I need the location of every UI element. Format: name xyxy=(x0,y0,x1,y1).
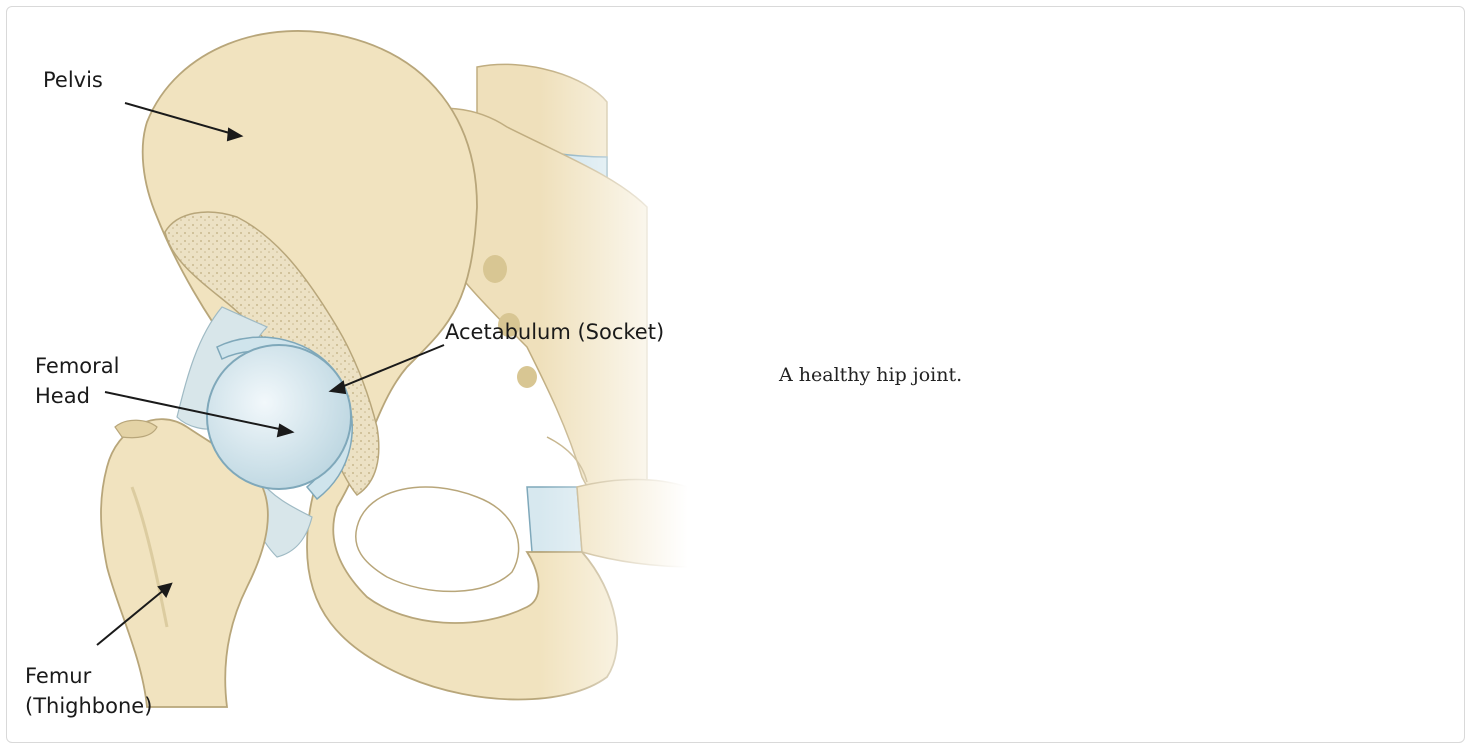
figure-caption: A healthy hip joint. xyxy=(779,364,962,386)
content-card: Pelvis Acetabulum (Socket) Femoral Head … xyxy=(6,6,1465,743)
label-pelvis: Pelvis xyxy=(43,65,103,95)
label-acetabulum: Acetabulum (Socket) xyxy=(445,317,664,347)
label-femur: Femur (Thighbone) xyxy=(25,661,152,721)
hip-joint-illustration: Pelvis Acetabulum (Socket) Femoral Head … xyxy=(7,7,747,743)
label-femoral-head: Femoral Head xyxy=(35,351,120,411)
